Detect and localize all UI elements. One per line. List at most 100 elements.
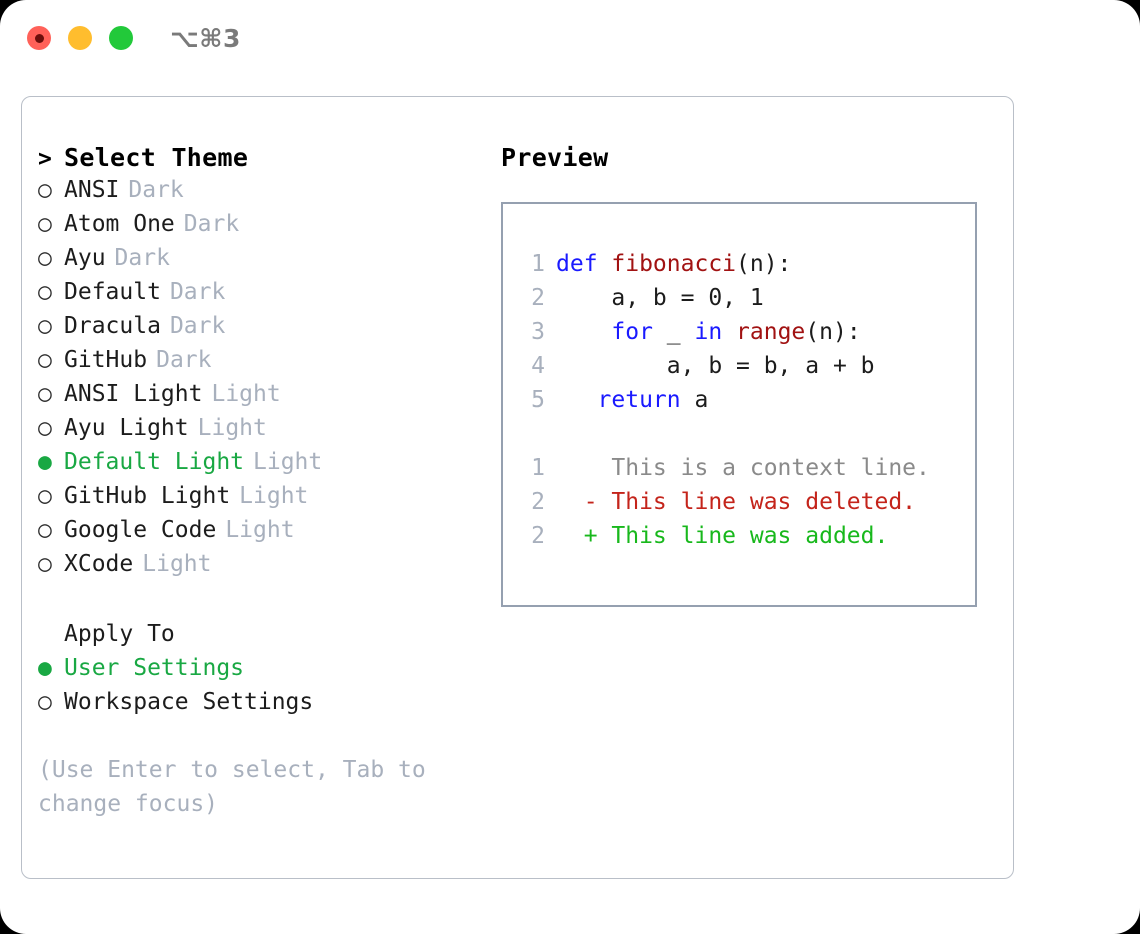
theme-list-item[interactable]: ○ Ayu Dark — [38, 245, 478, 279]
close-button[interactable] — [27, 26, 51, 50]
line-number: 3 — [531, 319, 545, 345]
code-token: fibonacci — [611, 251, 737, 277]
theme-list-item[interactable]: ○ Google Code Light — [38, 517, 478, 551]
code-token: in — [694, 319, 723, 345]
theme-item-label: XCode — [64, 551, 134, 577]
diff-marker — [556, 455, 611, 481]
theme-item-label: GitHub Light — [64, 483, 231, 509]
apply-to-option-label: Workspace Settings — [64, 689, 314, 715]
radio-unselected-icon: ○ — [38, 211, 52, 237]
theme-list-item[interactable]: ○ ANSI Dark — [38, 177, 478, 211]
radio-unselected-icon: ○ — [38, 415, 52, 441]
radio-unselected-icon: ○ — [38, 347, 52, 373]
radio-selected-icon: ● — [38, 449, 52, 475]
code-line: 2 a, b = 0, 1 — [521, 285, 975, 319]
theme-list-item[interactable]: ○ Atom One Dark — [38, 211, 478, 245]
apply-to-option[interactable]: ○ Workspace Settings — [38, 689, 478, 723]
apply-to-options: ● User Settings ○ Workspace Settings — [38, 655, 478, 723]
theme-item-label: Default Light — [64, 449, 245, 475]
line-number: 1 — [531, 251, 545, 277]
theme-item-label: ANSI Light — [64, 381, 203, 407]
theme-item-tag: Dark — [128, 177, 184, 203]
radio-unselected-icon: ○ — [38, 177, 52, 203]
diff-marker: + — [556, 523, 612, 549]
theme-item-label: Ayu Light — [64, 415, 189, 441]
apply-to-bullet-placeholder: o — [38, 623, 64, 646]
radio-unselected-icon: ○ — [38, 551, 52, 577]
radio-unselected-icon: ○ — [38, 517, 52, 543]
code-token — [722, 319, 736, 345]
theme-item-label: Ayu — [64, 245, 106, 271]
theme-list-item[interactable]: ○ Dracula Dark — [38, 313, 478, 347]
theme-item-label: Google Code — [64, 517, 217, 543]
theme-item-label: ANSI — [64, 177, 120, 203]
line-number: 2 — [531, 489, 545, 515]
zoom-button[interactable] — [109, 26, 133, 50]
radio-unselected-icon: ○ — [38, 483, 52, 509]
radio-selected-icon: ● — [38, 655, 52, 681]
code-token: (n): — [805, 319, 861, 345]
code-token: range — [736, 319, 806, 345]
theme-item-tag: Dark — [114, 245, 170, 271]
code-token: a — [680, 387, 709, 413]
diff-text: This line was added. — [611, 523, 889, 549]
theme-item-tag: Dark — [183, 211, 240, 237]
apply-to-option[interactable]: ● User Settings — [38, 655, 478, 689]
radio-unselected-icon: ○ — [38, 279, 52, 305]
traffic-light-buttons — [27, 26, 133, 50]
theme-item-tag: Light — [225, 517, 295, 543]
code-token: (n): — [736, 251, 792, 277]
select-theme-heading: > Select Theme — [38, 143, 478, 177]
line-number: 2 — [531, 523, 545, 549]
code-line: 5 return a — [521, 387, 975, 421]
line-number: 4 — [531, 353, 545, 379]
theme-item-tag: Light — [211, 381, 281, 407]
theme-list-item[interactable]: ○ XCode Light — [38, 551, 478, 585]
theme-list-item[interactable]: ○ ANSI Light Light — [38, 381, 478, 415]
code-diff-spacer — [521, 421, 975, 455]
theme-item-tag: Dark — [169, 279, 226, 305]
apply-to-option-label: User Settings — [64, 655, 245, 681]
apply-to-heading: o Apply To — [38, 621, 478, 655]
code-token — [556, 387, 598, 413]
line-number: 2 — [531, 285, 545, 311]
minimize-button[interactable] — [68, 26, 92, 50]
theme-item-tag: Light — [142, 551, 212, 577]
radio-unselected-icon: ○ — [38, 245, 52, 271]
theme-item-label: Atom One — [64, 211, 175, 237]
radio-unselected-icon: ○ — [38, 313, 52, 339]
code-line: 4 a, b = b, a + b — [521, 353, 975, 387]
diff-text: This is a context line. — [611, 455, 930, 481]
theme-item-tag: Dark — [156, 347, 212, 373]
code-token: a, b = b, a + b — [556, 353, 875, 379]
title-bar: ⌥⌘3 — [0, 0, 1140, 78]
diff-marker: - — [556, 489, 612, 515]
diff-sample: 1 This is a context line. 2 - This line w… — [521, 455, 975, 557]
diff-line: 2 + This line was added. — [521, 523, 975, 557]
code-token: return — [597, 387, 681, 413]
theme-item-tag: Dark — [169, 313, 226, 339]
code-token: for — [611, 319, 653, 345]
code-token — [556, 319, 611, 345]
diff-text: This line was deleted. — [611, 489, 917, 515]
line-number: 1 — [531, 455, 545, 481]
radio-unselected-icon: ○ — [38, 381, 52, 407]
apply-to-heading-label: Apply To — [64, 621, 175, 647]
theme-item-label: Dracula — [64, 313, 161, 339]
preview-title: Preview — [501, 143, 609, 172]
code-token: a, b = 0, 1 — [556, 285, 764, 311]
radio-unselected-icon: ○ — [38, 689, 52, 715]
